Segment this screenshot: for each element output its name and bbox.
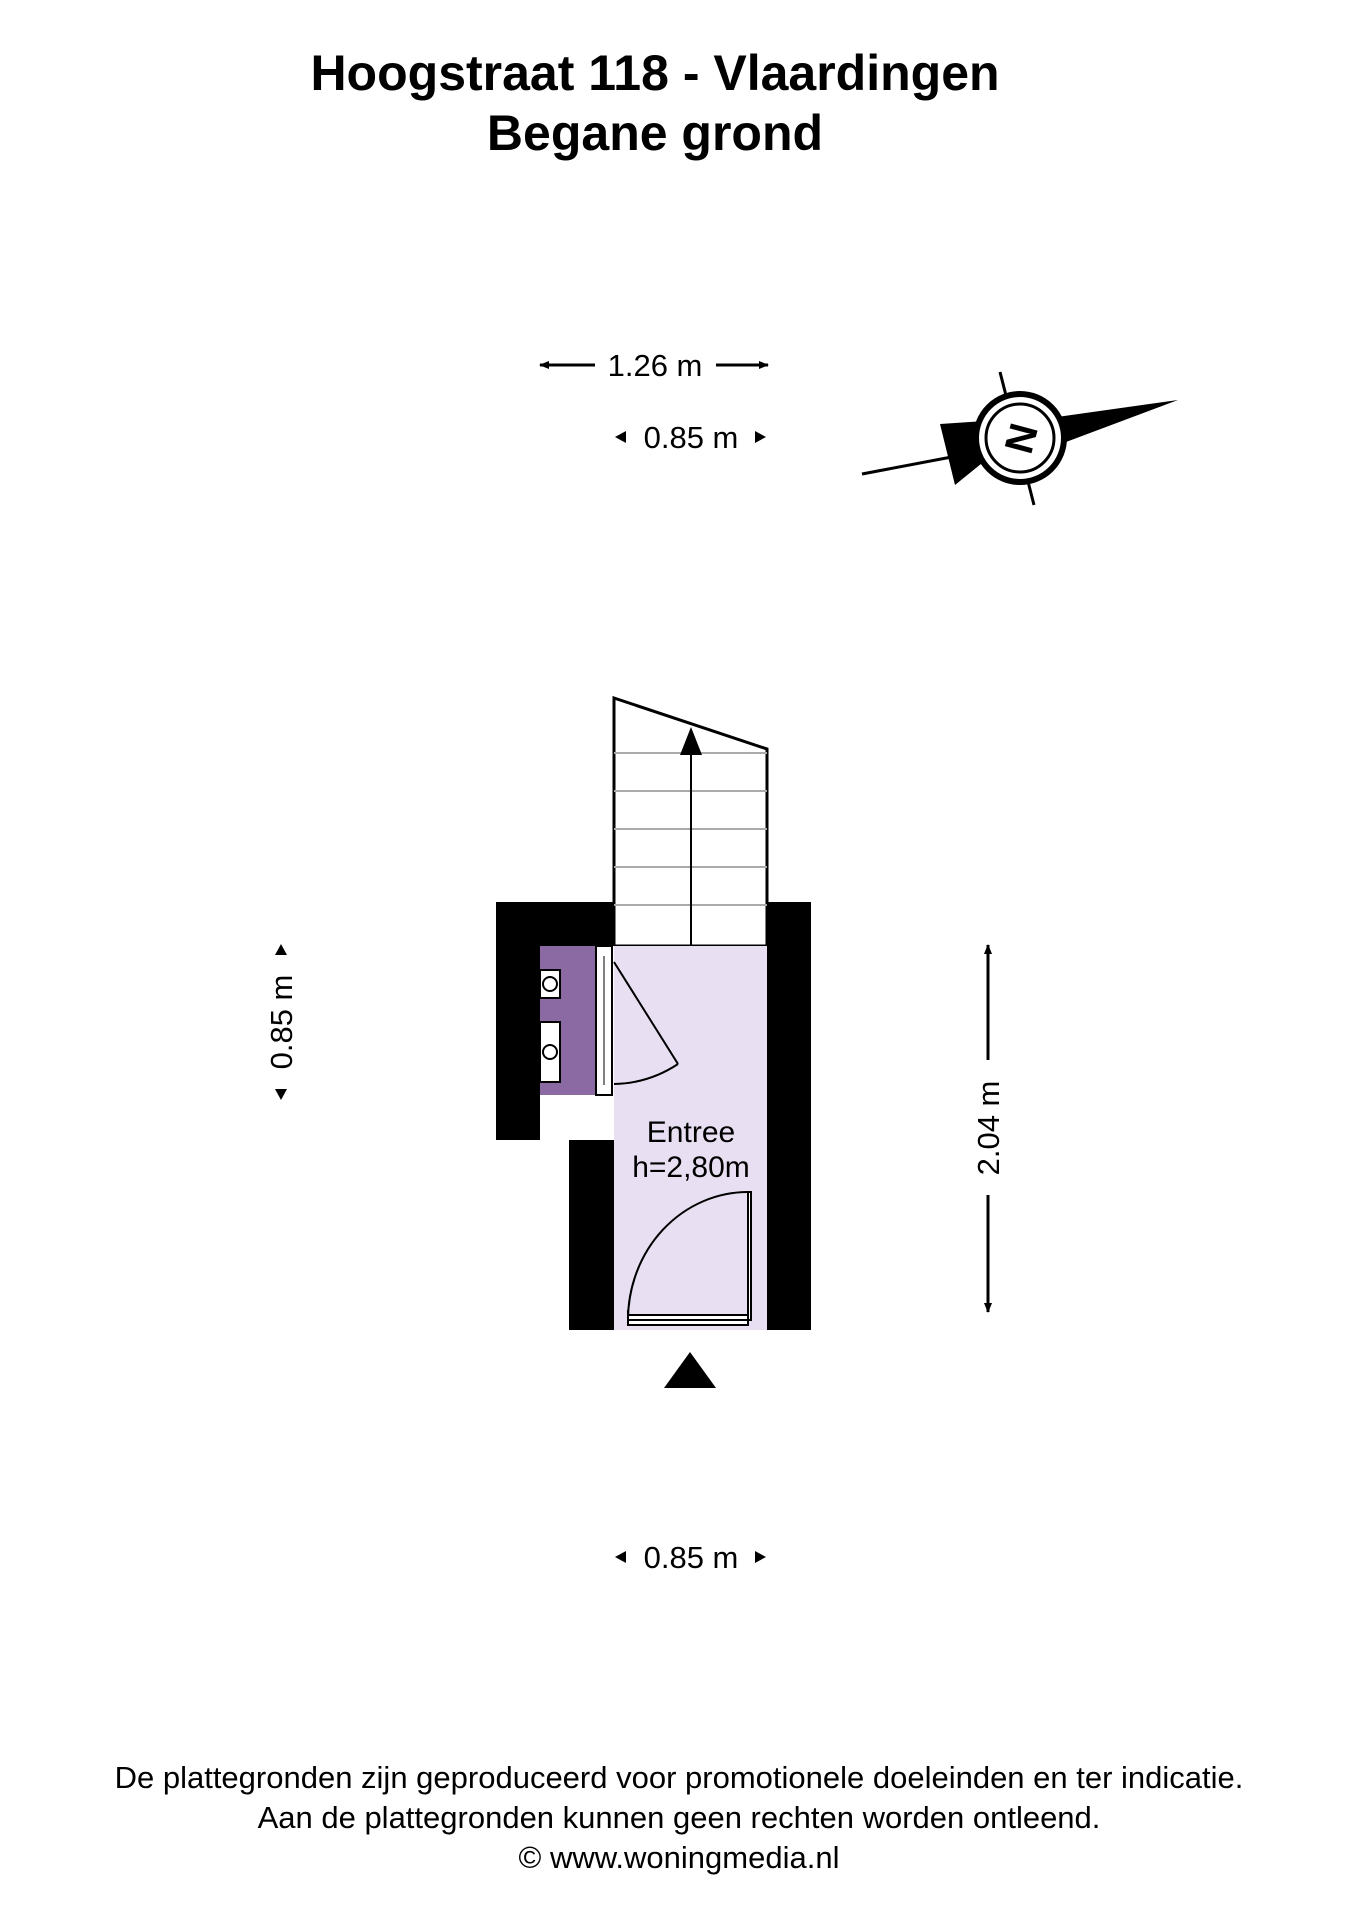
meter-cabinet (539, 945, 613, 1096)
disclaimer-line-2: Aan de plattegronden kunnen geen rechten… (257, 1800, 1101, 1835)
copyright-line: © www.woningmedia.nl (518, 1840, 840, 1875)
dimension-left-label: 0.85 m (264, 975, 299, 1070)
dimension-left: 0.85 m (264, 944, 299, 1100)
front-door (627, 1191, 752, 1326)
dimension-bottom-label: 0.85 m (644, 1540, 739, 1575)
dimension-right: 2.04 m (971, 944, 1006, 1313)
meter-icon (542, 1044, 558, 1060)
room-height: h=2,80m (632, 1151, 750, 1184)
floor-name: Begane grond (486, 105, 824, 161)
dimension-top-inner: 0.85 m (615, 420, 766, 455)
dimension-top-outer: 1.26 m (539, 348, 769, 383)
dimension-top-inner-label: 0.85 m (644, 420, 739, 455)
dimension-bottom: 0.85 m (615, 1540, 766, 1575)
cabinet-door (613, 961, 679, 1085)
entrance-marker-icon (664, 1352, 716, 1388)
staircase (612, 695, 769, 948)
compass-icon: N (861, 371, 1178, 506)
disclaimer-line-1: De plattegronden zijn geproduceerd voor … (114, 1760, 1244, 1795)
meter-icon (542, 976, 558, 992)
stair-direction-icon (680, 727, 702, 755)
page-title: Hoogstraat 118 - Vlaardingen (310, 45, 1000, 101)
dimension-right-label: 2.04 m (971, 1081, 1006, 1176)
dimension-top-outer-label: 1.26 m (608, 348, 703, 383)
room-name: Entree (647, 1116, 735, 1149)
